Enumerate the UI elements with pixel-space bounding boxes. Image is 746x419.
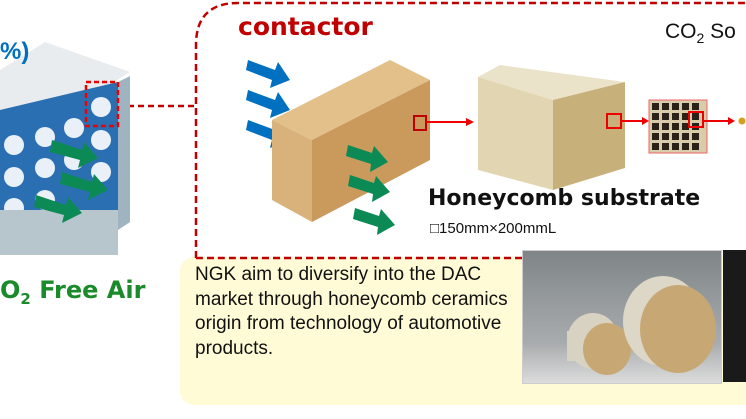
honeycomb-substrate-illustration [478, 65, 625, 190]
highlight-box [84, 80, 120, 128]
dark-product-photo [723, 250, 746, 382]
co2-suffix: So [704, 20, 736, 43]
co2-sorbent-label: CO2 So [665, 20, 736, 46]
percent-label-fragment: %) [0, 38, 30, 65]
free-air-suffix: Free Air [30, 276, 146, 304]
contactor-block [272, 60, 430, 222]
dac-building-illustration [0, 42, 130, 255]
free-air-prefix: O [0, 276, 21, 304]
honeycomb-dimensions: □150mm×200mmL [430, 220, 557, 237]
air-outflow-arrows [346, 145, 395, 235]
co2-free-air-label: O2 Free Air [0, 276, 145, 308]
honeycomb-cell-grid [648, 99, 708, 154]
sorbent-particle [738, 117, 746, 125]
free-air-sub: 2 [20, 289, 31, 308]
contactor-frame [194, 1, 746, 260]
co2-prefix: CO [665, 20, 697, 43]
contactor-label: contactor [238, 12, 373, 41]
honeycomb-title: Honeycomb substrate [428, 186, 701, 211]
note-text: NGK aim to diversify into the DAC market… [195, 264, 508, 359]
co2-sub: 2 [696, 30, 705, 47]
honeycomb-ceramics-photo [522, 250, 722, 384]
